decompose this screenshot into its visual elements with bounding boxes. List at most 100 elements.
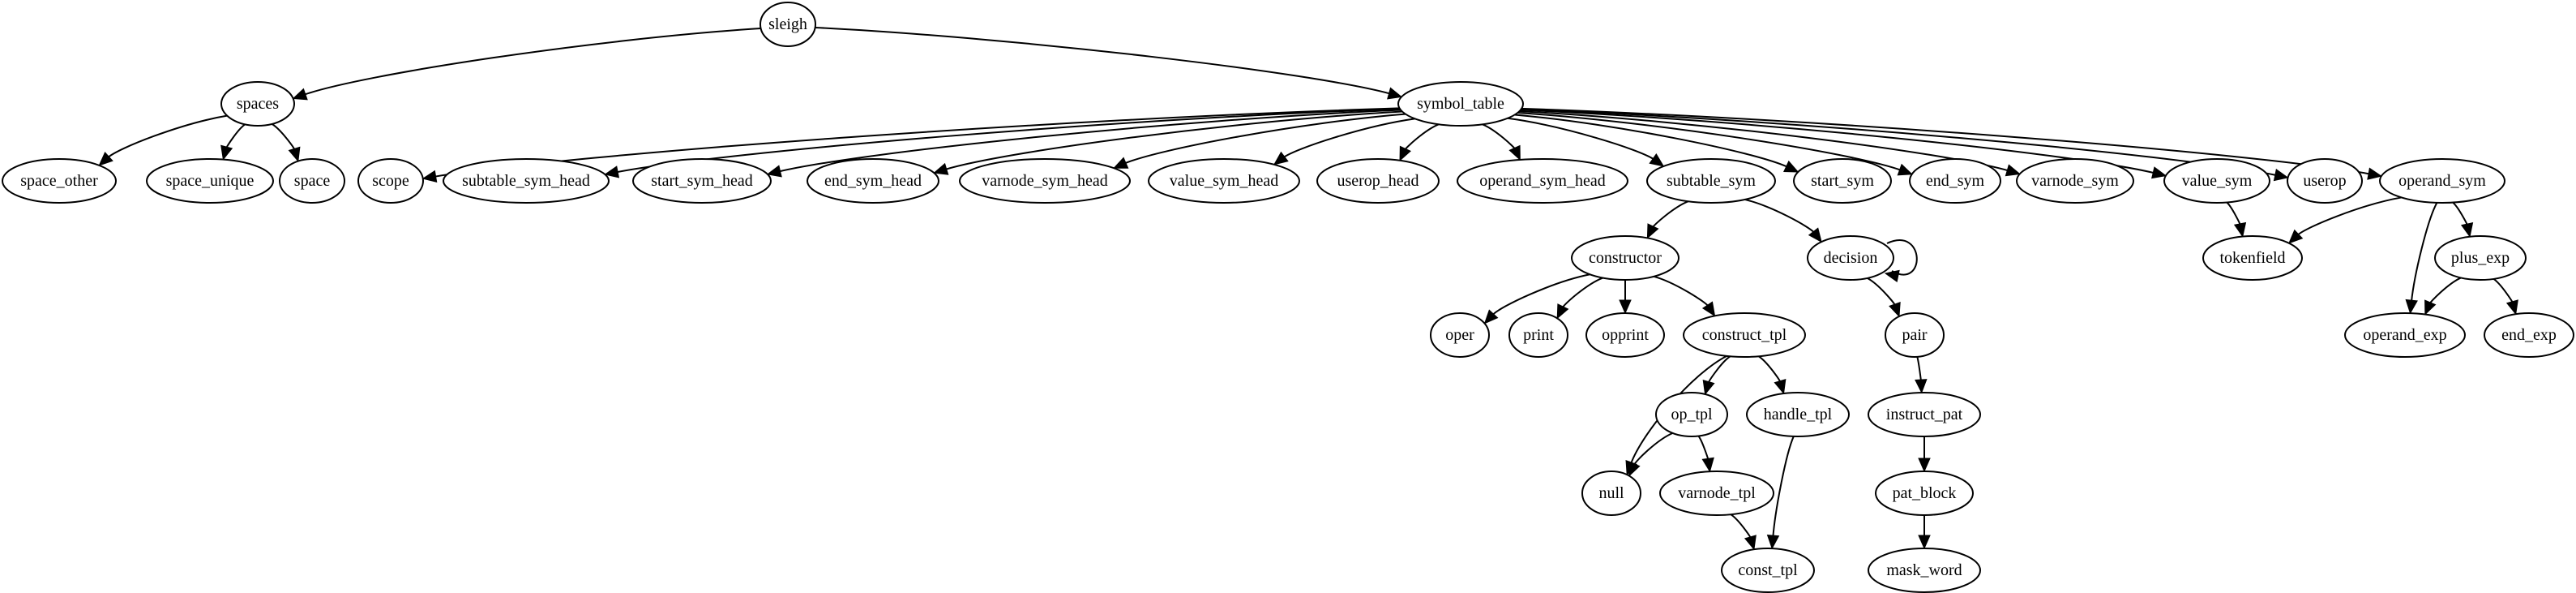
node-userop_head: userop_head: [1316, 158, 1440, 204]
node-label: value_sym_head: [1170, 172, 1278, 190]
edge-op_tpl-to-null: [1628, 432, 1674, 477]
edge-construct_tpl-to-op_tpl: [1702, 355, 1731, 396]
edge-symbol_table-to-value_sym_head: [1273, 118, 1415, 165]
edge-constructor-to-print: [1556, 277, 1603, 320]
node-scope: scope: [357, 158, 424, 204]
edge-sleigh-to-spaces: [292, 28, 761, 101]
node-label: value_sym: [2182, 172, 2253, 190]
node-ellipse: [2163, 158, 2270, 204]
node-ellipse: [1659, 471, 1774, 516]
node-ellipse: [1746, 392, 1850, 437]
node-label: subtable_sym_head: [462, 172, 590, 190]
node-ellipse: [760, 2, 816, 47]
node-ellipse: [1885, 312, 1945, 358]
node-mask_word: mask_word: [1868, 548, 1981, 593]
node-handle_tpl: handle_tpl: [1746, 392, 1850, 437]
edge-pat_block-to-mask_word: [1918, 514, 1931, 550]
node-label: decision: [1824, 249, 1878, 267]
node-label: scope: [372, 172, 409, 190]
edge-decision-to-decision: [1884, 239, 1918, 282]
node-label: operand_exp: [2363, 326, 2446, 344]
node-varnode_sym: varnode_sym: [2016, 158, 2134, 204]
edge-symbol_table-to-end_sym_head: [933, 110, 1402, 175]
node-label: mask_word: [1886, 561, 1962, 579]
node-label: sleigh: [768, 15, 807, 33]
node-label: start_sym: [1811, 172, 1874, 190]
node-ellipse: [1868, 392, 1981, 437]
edge-plus_exp-to-end_exp: [2493, 278, 2518, 316]
node-operand_exp: operand_exp: [2344, 312, 2466, 358]
node-ellipse: [220, 81, 295, 127]
node-ellipse: [279, 158, 345, 204]
node-symbol_table: symbol_table: [1397, 81, 1524, 127]
edge-spaces-to-space_other: [98, 114, 228, 166]
node-op_tpl: op_tpl: [1655, 392, 1728, 437]
node-spaces: spaces: [220, 81, 295, 127]
edge-plus_exp-to-operand_exp: [2424, 277, 2462, 316]
node-ellipse: [1683, 312, 1806, 358]
node-ellipse: [1581, 471, 1641, 516]
node-label: op_tpl: [1671, 406, 1713, 423]
node-ellipse: [1793, 158, 1892, 204]
node-label: handle_tpl: [1764, 406, 1833, 423]
edge-op_tpl-to-varnode_tpl: [1697, 435, 1714, 473]
node-label: plus_exp: [2451, 249, 2510, 267]
edge-constructor-to-oper: [1483, 273, 1590, 324]
node-sleigh: sleigh: [760, 2, 816, 47]
node-value_sym: value_sym: [2163, 158, 2270, 204]
edge-decision-to-pair: [1867, 277, 1901, 318]
node-null: null: [1581, 471, 1641, 516]
node-label: tokenfield: [2219, 249, 2285, 267]
node-plus_exp: plus_exp: [2434, 235, 2527, 281]
node-label: space_unique: [166, 172, 255, 190]
node-decision: decision: [1807, 235, 1894, 281]
node-ellipse: [1585, 312, 1665, 358]
node-label: const_tpl: [1738, 561, 1798, 579]
edge-sleigh-to-symbol_table: [815, 26, 1403, 100]
node-ellipse: [1646, 158, 1776, 204]
edge-operand_sym-to-plus_exp: [2452, 201, 2474, 238]
node-ellipse: [2016, 158, 2134, 204]
edge-spaces-to-space: [271, 123, 301, 162]
node-ellipse: [1571, 235, 1680, 281]
node-label: symbol_table: [1417, 95, 1504, 113]
node-ellipse: [807, 158, 939, 204]
node-varnode_sym_head: varnode_sym_head: [959, 158, 1131, 204]
edge-constructor-to-opprint: [1619, 280, 1632, 315]
node-ellipse: [632, 158, 772, 204]
edge-symbol_table-to-subtable_sym: [1507, 117, 1665, 167]
node-start_sym: start_sym: [1793, 158, 1892, 204]
edges-layer: [98, 26, 2518, 551]
node-label: instruct_pat: [1886, 406, 1963, 423]
node-ellipse: [443, 158, 610, 204]
node-oper: oper: [1430, 312, 1490, 358]
edge-constructor-to-construct_tpl: [1654, 275, 1716, 317]
edge-value_sym-to-tokenfield: [2226, 201, 2247, 238]
node-ellipse: [2287, 158, 2363, 204]
node-ellipse: [2484, 312, 2574, 358]
node-ellipse: [146, 158, 274, 204]
node-instruct_pat: instruct_pat: [1868, 392, 1981, 437]
edge-instruct_pat-to-pat_block: [1918, 436, 1931, 473]
node-ellipse: [1508, 312, 1568, 358]
edge-operand_sym-to-tokenfield: [2288, 196, 2402, 244]
node-label: pair: [1902, 326, 1927, 344]
node-construct_tpl: construct_tpl: [1683, 312, 1806, 358]
node-label: pat_block: [1893, 484, 1957, 502]
edge-symbol_table-to-operand_sym_head: [1482, 123, 1521, 161]
node-operand_sym: operand_sym: [2379, 158, 2505, 204]
node-operand_sym_head: operand_sym_head: [1457, 158, 1628, 204]
edge-symbol_table-to-start_sym: [1514, 114, 1799, 173]
node-label: constructor: [1589, 249, 1662, 267]
edge-subtable_sym-to-decision: [1744, 198, 1822, 243]
node-label: null: [1598, 484, 1624, 502]
node-ellipse: [1721, 548, 1815, 593]
node-label: end_exp: [2501, 326, 2557, 344]
node-label: end_sym_head: [824, 172, 922, 190]
node-end_sym_head: end_sym_head: [807, 158, 939, 204]
node-label: print: [1523, 326, 1554, 344]
node-space_other: space_other: [2, 158, 117, 204]
edge-handle_tpl-to-const_tpl: [1766, 436, 1795, 550]
